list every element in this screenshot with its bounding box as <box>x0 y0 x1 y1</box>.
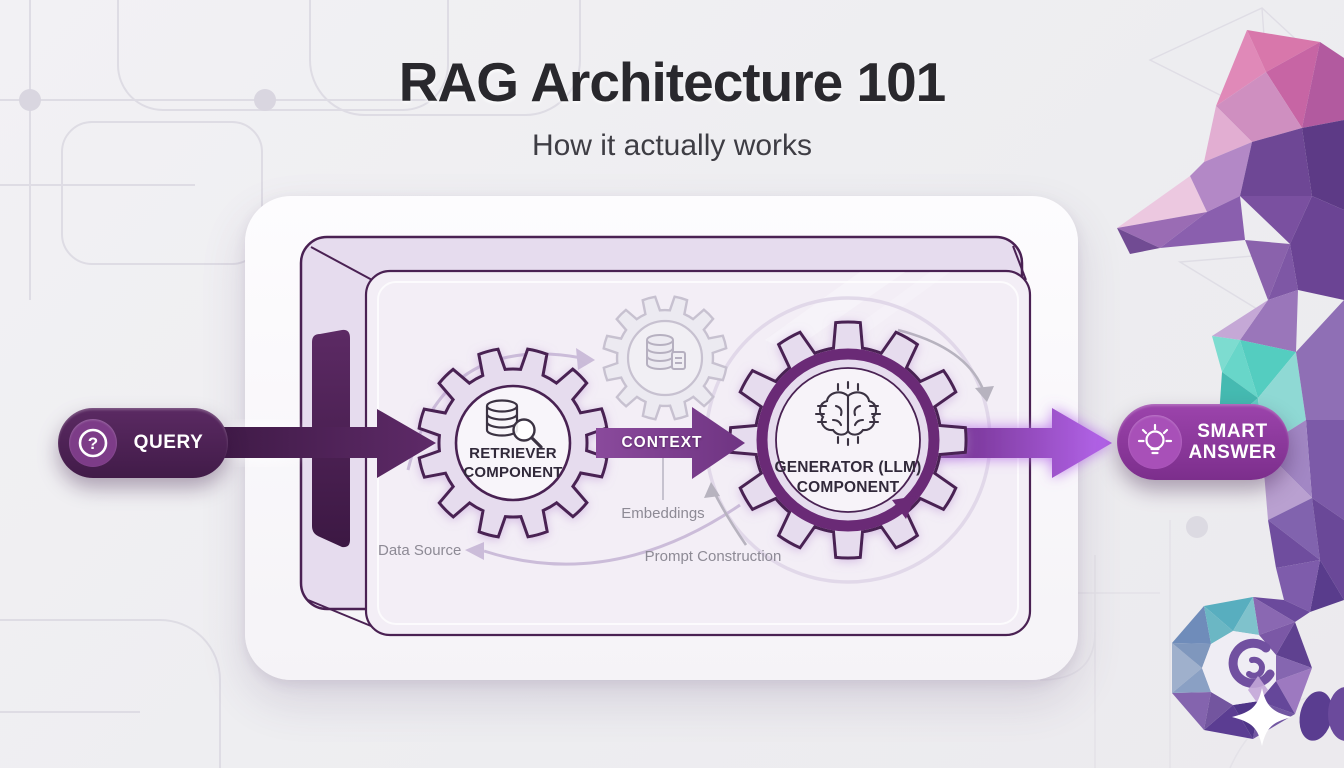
data-source-label: Data Source <box>378 542 462 559</box>
retriever-label: RETRIEVER COMPONENT <box>463 445 563 481</box>
context-arrow-label: CONTEXT <box>621 434 703 451</box>
embeddings-gear <box>602 295 728 421</box>
retriever-gear <box>417 347 609 539</box>
brain-icon <box>814 380 882 447</box>
page-subtitle: How it actually works <box>531 129 813 162</box>
database-magnifier-icon <box>485 399 543 449</box>
seahorse-art <box>1117 30 1344 746</box>
embeddings-label: Embeddings <box>621 505 705 522</box>
smart-answer-label: SMART ANSWER <box>1188 420 1277 463</box>
answer-arrow <box>935 408 1112 478</box>
generator-gear <box>728 320 968 560</box>
svg-text:?: ? <box>88 434 98 453</box>
query-pill: ? QUERY <box>58 408 228 478</box>
smart-answer-pill: SMART ANSWER <box>1117 404 1289 480</box>
query-arrow <box>214 409 436 478</box>
query-pill-label: QUERY <box>133 432 204 453</box>
question-icon: ? <box>69 419 117 467</box>
context-arrow <box>596 407 745 479</box>
generator-label: GENERATOR (LLM) COMPONENT <box>774 459 922 497</box>
prompt-construction-label: Prompt Construction <box>644 548 782 565</box>
lightbulb-icon <box>1128 415 1182 469</box>
page-title: RAG Architecture 101 <box>398 51 947 113</box>
database-document-icon <box>646 334 686 370</box>
